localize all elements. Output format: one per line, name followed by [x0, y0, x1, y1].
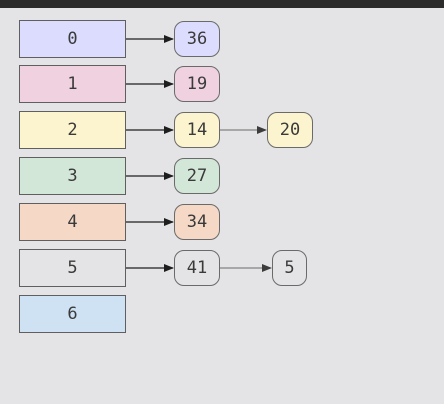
top-bar — [0, 0, 444, 8]
node-41: 41 — [174, 250, 220, 286]
node-14: 14 — [174, 112, 220, 148]
bucket-4: 4 — [19, 203, 126, 241]
bucket-6: 6 — [19, 295, 126, 333]
node-27: 27 — [174, 158, 220, 194]
node-19: 19 — [174, 66, 220, 102]
node-5: 5 — [272, 250, 307, 286]
node-20: 20 — [267, 112, 313, 148]
bucket-3: 3 — [19, 157, 126, 195]
node-36: 36 — [174, 21, 220, 57]
bucket-2: 2 — [19, 111, 126, 149]
node-34: 34 — [174, 204, 220, 240]
bucket-5: 5 — [19, 249, 126, 287]
bucket-0: 0 — [19, 20, 126, 58]
bucket-1: 1 — [19, 65, 126, 103]
